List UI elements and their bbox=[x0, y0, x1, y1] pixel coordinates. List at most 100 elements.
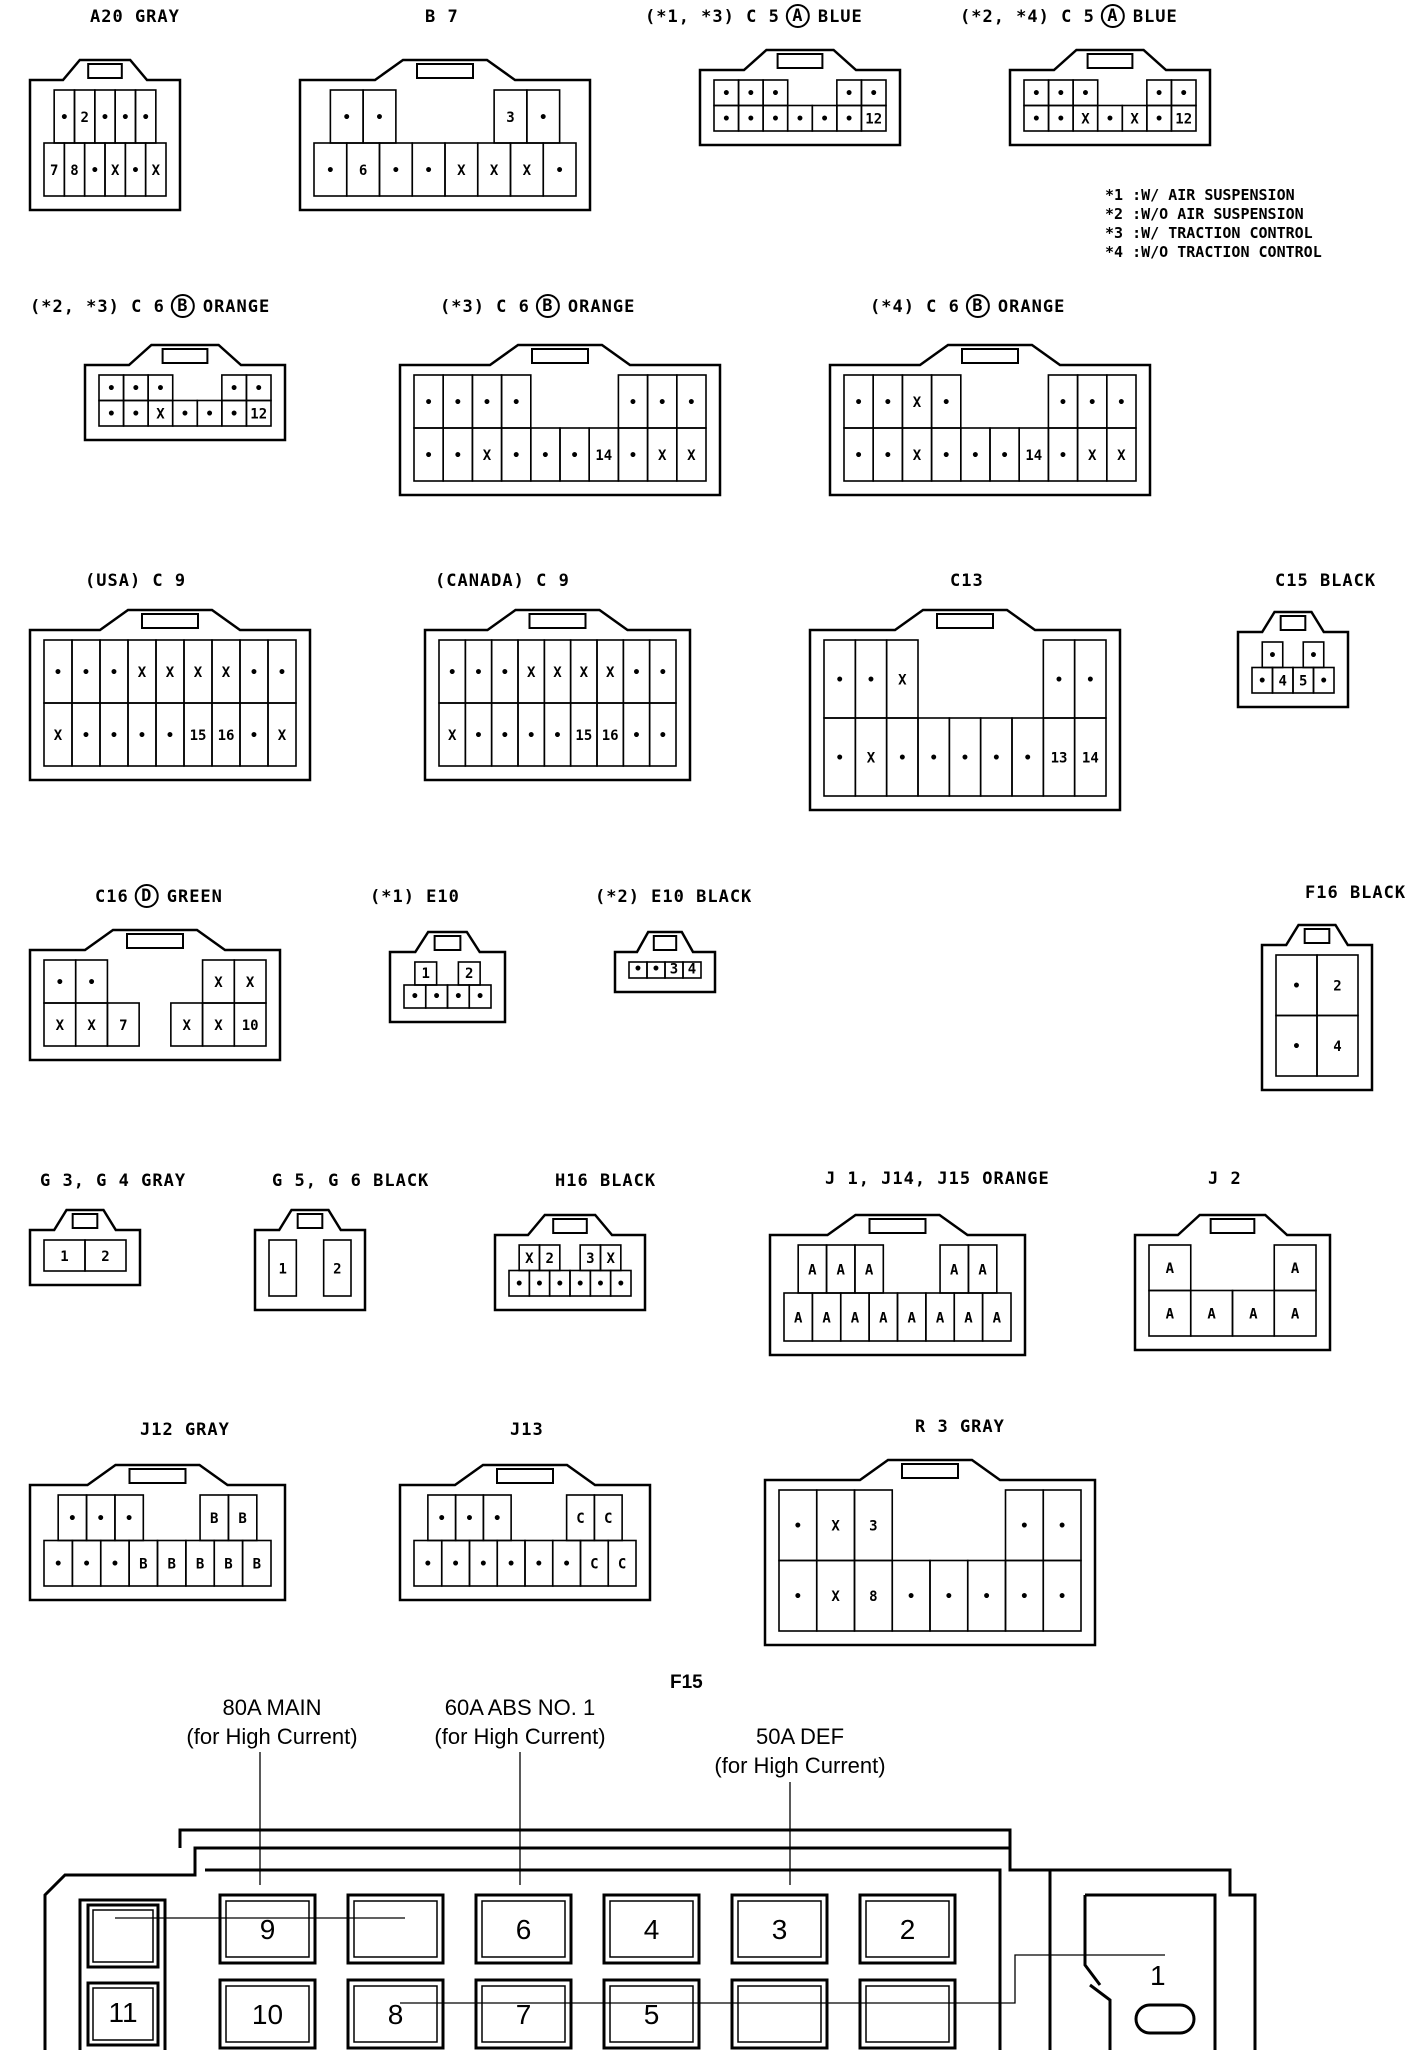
pin-label: X bbox=[111, 163, 120, 179]
pin-label: • bbox=[747, 86, 755, 102]
pin-label: • bbox=[476, 989, 484, 1005]
pin-label: • bbox=[479, 1557, 487, 1573]
connector-label: (*2) E10 BLACK bbox=[595, 887, 752, 907]
connector-housing bbox=[828, 343, 1152, 497]
pin-label: • bbox=[942, 448, 950, 464]
connector-label: (*3) C 6 bbox=[440, 297, 530, 317]
pin-label: • bbox=[110, 728, 118, 744]
pin-label: B bbox=[253, 1557, 261, 1573]
fuse-slot-top-4-inner bbox=[737, 1900, 822, 1958]
pin-label: • bbox=[107, 406, 115, 422]
connector-housing bbox=[388, 930, 507, 1024]
connector-label: (*2, *3) C 6 bbox=[30, 297, 165, 317]
pin-label: • bbox=[82, 665, 90, 681]
pin-label: 3 bbox=[869, 1519, 877, 1535]
pin-label: • bbox=[659, 665, 667, 681]
pin-label: • bbox=[451, 1557, 459, 1573]
pin-label: 3 bbox=[506, 110, 514, 126]
connector-f16: F16 BLACK•2•4 bbox=[1260, 883, 1405, 1092]
pin-label: • bbox=[54, 665, 62, 681]
pin-label: • bbox=[632, 728, 640, 744]
fuse-slot-top-2-inner bbox=[481, 1900, 566, 1958]
fuse-slot-bottom-3 bbox=[602, 1978, 701, 2050]
pin-label: • bbox=[56, 975, 64, 991]
fuse-slot-bottom-5-inner bbox=[865, 1985, 950, 2043]
pin-cell bbox=[1042, 1559, 1082, 1632]
pin-label: • bbox=[992, 750, 1000, 766]
pin-label: • bbox=[181, 406, 189, 422]
connector-label: (*1, *3) C 5 bbox=[645, 7, 780, 27]
pin-label: • bbox=[576, 1276, 584, 1292]
pin-label: • bbox=[794, 1589, 802, 1605]
connector-housing bbox=[253, 1208, 367, 1312]
connector-housing bbox=[28, 58, 182, 212]
pin-label: • bbox=[424, 163, 432, 179]
fuse-slot-top-0 bbox=[218, 1893, 317, 1965]
pin-cell bbox=[675, 427, 707, 482]
pin-label: • bbox=[91, 163, 99, 179]
pin-label: 4 bbox=[688, 962, 696, 978]
connector-label: C15 BLACK bbox=[1275, 571, 1376, 591]
pin-label: A bbox=[1291, 1261, 1300, 1277]
pin-label: • bbox=[465, 1511, 473, 1527]
pin-label: 12 bbox=[865, 111, 882, 127]
pin-label: • bbox=[556, 1276, 564, 1292]
pin-label: • bbox=[97, 1511, 105, 1527]
fuse-slot-bottom-5 bbox=[858, 1978, 957, 2050]
pin-label: 13 bbox=[1051, 750, 1068, 766]
pin-label: • bbox=[474, 728, 482, 744]
pin-label: • bbox=[854, 448, 862, 464]
pin-label: • bbox=[343, 110, 351, 126]
connector-label: C13 bbox=[950, 571, 984, 591]
connector-latch bbox=[531, 348, 589, 364]
pin-label: • bbox=[141, 110, 149, 126]
connector-label: (USA) C 9 bbox=[85, 571, 186, 591]
pin-label: • bbox=[884, 448, 892, 464]
pin-label: • bbox=[82, 1557, 90, 1573]
pin-label: • bbox=[845, 86, 853, 102]
connector-housing bbox=[28, 928, 282, 1062]
pin-label: X bbox=[525, 1251, 534, 1267]
pin-cell bbox=[1073, 717, 1107, 797]
pin-label: • bbox=[1117, 395, 1125, 411]
callout-80a-main-note: (for High Current) bbox=[186, 1724, 357, 1749]
pin-label: • bbox=[1258, 673, 1266, 689]
pin-label: • bbox=[101, 110, 109, 126]
pin-label: X bbox=[483, 448, 492, 464]
pin-cell bbox=[233, 1002, 267, 1047]
pin-label: • bbox=[1106, 111, 1114, 127]
pin-cell bbox=[106, 1002, 140, 1047]
pin-label: • bbox=[166, 728, 174, 744]
pin-label: • bbox=[54, 1557, 62, 1573]
pin-label: • bbox=[156, 381, 164, 397]
pin-label: X bbox=[913, 448, 922, 464]
relay-slot-1 bbox=[86, 1981, 160, 2047]
pin-label: • bbox=[747, 111, 755, 127]
pin-label: A bbox=[808, 1262, 817, 1278]
connector-label: H16 BLACK bbox=[555, 1171, 656, 1191]
pin-label: X bbox=[56, 1018, 65, 1034]
pin-label: 5 bbox=[1299, 673, 1307, 689]
pin-label: • bbox=[87, 975, 95, 991]
connector-label: (*2, *4) C 5 bbox=[960, 7, 1095, 27]
pin-label: • bbox=[907, 1589, 915, 1605]
pin-label: A bbox=[1291, 1307, 1300, 1323]
pin-cell bbox=[468, 984, 492, 1009]
pin-label: X bbox=[246, 975, 255, 991]
pin-label: X bbox=[867, 750, 876, 766]
pin-label: • bbox=[961, 750, 969, 766]
connector-label: A20 GRAY bbox=[90, 7, 180, 27]
pin-label: • bbox=[884, 395, 892, 411]
pin-label: • bbox=[1032, 111, 1040, 127]
fuse-slot-bottom-2-number: 7 bbox=[516, 1999, 532, 2030]
pin-label: • bbox=[507, 1557, 515, 1573]
pin-label: • bbox=[424, 395, 432, 411]
